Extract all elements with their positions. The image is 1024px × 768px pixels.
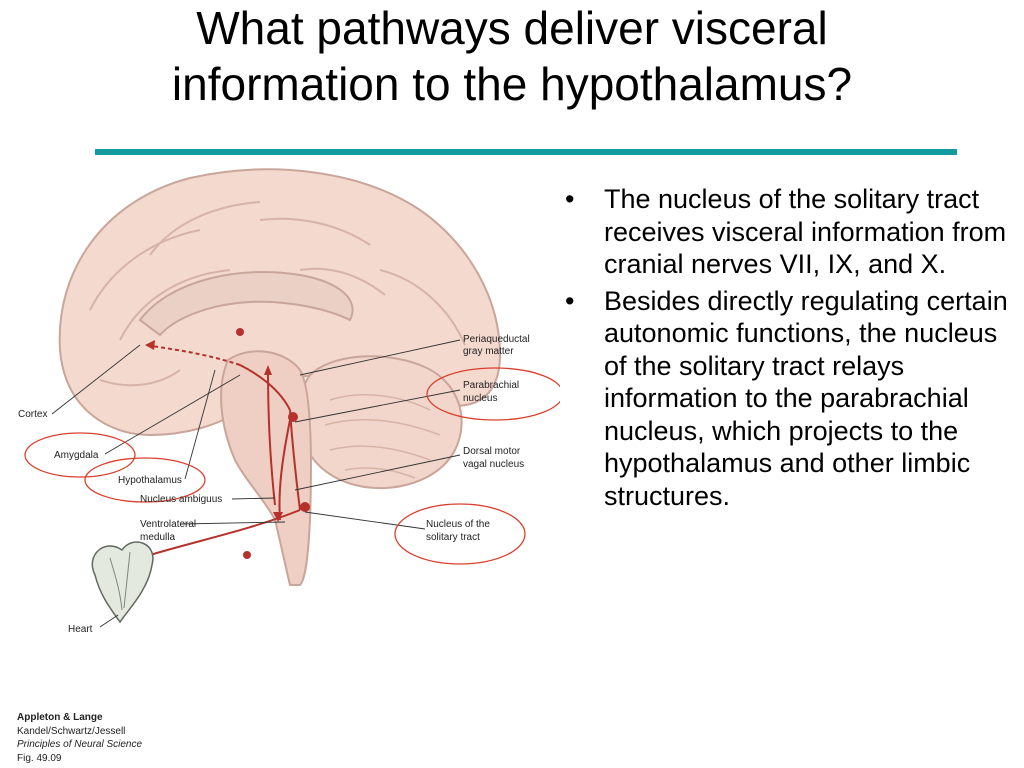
brain-diagram: Cortex Amygdala Hypothalamus Nucleus amb… bbox=[18, 168, 560, 635]
bullet-item: • The nucleus of the solitary tract rece… bbox=[565, 183, 1015, 281]
bullet-item: • Besides directly regulating certain au… bbox=[565, 285, 1015, 513]
corpus-callosum bbox=[138, 271, 354, 337]
pointer-lines bbox=[51, 339, 461, 628]
brainstem bbox=[220, 350, 312, 586]
highlight-circles bbox=[24, 367, 560, 565]
bullet-marker: • bbox=[565, 184, 575, 214]
parabrachial-highlight bbox=[426, 367, 560, 421]
heart-illustration bbox=[91, 541, 154, 624]
label-periaqueductal-2: gray matter bbox=[463, 346, 514, 357]
label-nucleus-ambiguus: Nucleus ambiguus bbox=[140, 494, 222, 505]
pathway-markers bbox=[145, 328, 310, 559]
amygdala-highlight bbox=[24, 432, 136, 478]
label-parabrachial-1: Parabrachial bbox=[463, 380, 519, 391]
label-ventrolateral-2: medulla bbox=[140, 532, 175, 543]
credit-authors: Kandel/Schwartz/Jessell bbox=[17, 725, 126, 737]
title-underline bbox=[95, 149, 957, 155]
label-parabrachial-2: nucleus bbox=[463, 393, 497, 404]
solitary-highlight bbox=[394, 503, 526, 565]
figure-credit: Appleton & Lange Kandel/Schwartz/Jessell… bbox=[17, 711, 142, 765]
bullet-text: The nucleus of the solitary tract receiv… bbox=[604, 184, 1007, 279]
bullet-marker: • bbox=[565, 285, 575, 316]
credit-book: Principles of Neural Science bbox=[17, 739, 143, 751]
label-cortex: Cortex bbox=[18, 409, 47, 420]
slide-title: What pathways deliver visceral informati… bbox=[20, 0, 1004, 112]
credit-fig: Fig. 49.09 bbox=[17, 752, 62, 764]
brain-gyri bbox=[89, 201, 466, 387]
bullet-text: Besides directly regulating certain auto… bbox=[604, 285, 1008, 511]
title-line-2: information to the hypothalamus? bbox=[171, 58, 853, 110]
hypothalamus-highlight bbox=[84, 457, 206, 503]
cerebellum-folia bbox=[324, 394, 441, 479]
credit-publisher: Appleton & Lange bbox=[17, 712, 103, 723]
label-solitary-1: Nucleus of the bbox=[426, 519, 490, 530]
title-line-1: What pathways deliver visceral bbox=[196, 2, 828, 54]
label-amygdala: Amygdala bbox=[54, 450, 99, 461]
label-solitary-2: solitary tract bbox=[426, 532, 480, 543]
pathways bbox=[144, 344, 301, 556]
brain-pathway-figure: Cortex Amygdala Hypothalamus Nucleus amb… bbox=[0, 160, 560, 660]
label-heart: Heart bbox=[68, 624, 93, 635]
label-dorsal-motor-1: Dorsal motor bbox=[463, 446, 521, 457]
label-periaqueductal-1: Periaqueductal bbox=[463, 334, 530, 345]
label-hypothalamus: Hypothalamus bbox=[118, 475, 182, 486]
label-ventrolateral-1: Ventrolateral bbox=[140, 519, 196, 530]
bullet-list: • The nucleus of the solitary tract rece… bbox=[565, 183, 1015, 516]
label-dorsal-motor-2: vagal nucleus bbox=[463, 459, 524, 470]
